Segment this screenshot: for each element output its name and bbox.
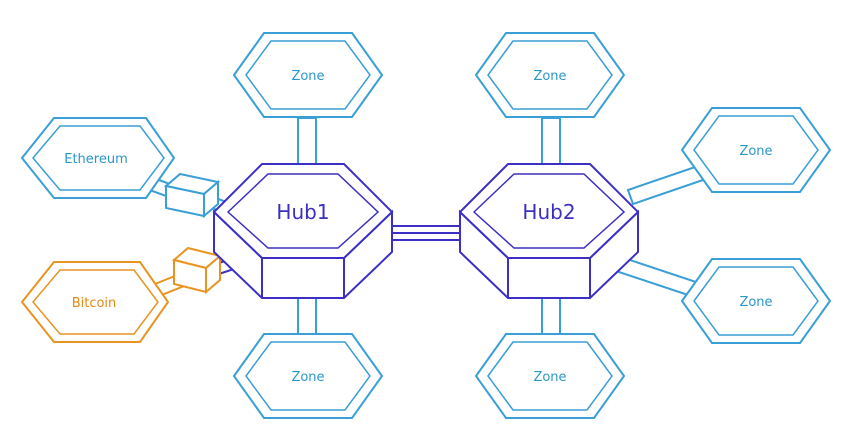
zone-inner-hexagon [245,341,371,411]
zone-node-right-lower[interactable]: Zone [680,258,832,344]
zone-node-bottom-right[interactable]: Zone [474,333,626,419]
zone-inner-hexagon [245,40,371,110]
zone-node-top-right[interactable]: Zone [474,32,626,118]
zone-inner-hexagon [693,115,819,185]
zone-inner-hexagon [693,266,819,336]
ethereum-label: Ethereum [64,152,128,167]
zone-label: Zone [291,370,324,385]
bitcoin-node[interactable]: Bitcoin [20,261,170,343]
hub2-top-inner [472,173,626,249]
zone-node-top-left[interactable]: Zone [232,32,384,118]
hub2-label: Hub2 [522,200,575,224]
zone-label: Zone [739,295,772,310]
link-hub2-zone-top [541,117,561,167]
hub1-node[interactable]: Hub1 [212,163,394,299]
zone-inner-hexagon [487,341,613,411]
zone-label: Zone [533,370,566,385]
hub2-node[interactable]: Hub2 [458,163,640,299]
ethereum-node[interactable]: Ethereum [20,117,176,199]
ethereum-peg-cube [163,172,221,219]
link-hub1-zone-top [297,117,317,167]
bitcoin-label: Bitcoin [72,296,117,311]
zone-node-right-upper[interactable]: Zone [680,107,832,193]
link-hub2-zone-right-upper [626,164,705,206]
hub1-label: Hub1 [276,200,329,224]
zone-inner-hexagon [487,40,613,110]
zone-node-bottom-left[interactable]: Zone [232,333,384,419]
hub1-top-inner [226,173,380,249]
zone-label: Zone [739,144,772,159]
zone-label: Zone [533,69,566,84]
zone-label: Zone [291,69,324,84]
link-hub1-hub2 [389,225,467,241]
bitcoin-peg-cube [171,246,223,295]
